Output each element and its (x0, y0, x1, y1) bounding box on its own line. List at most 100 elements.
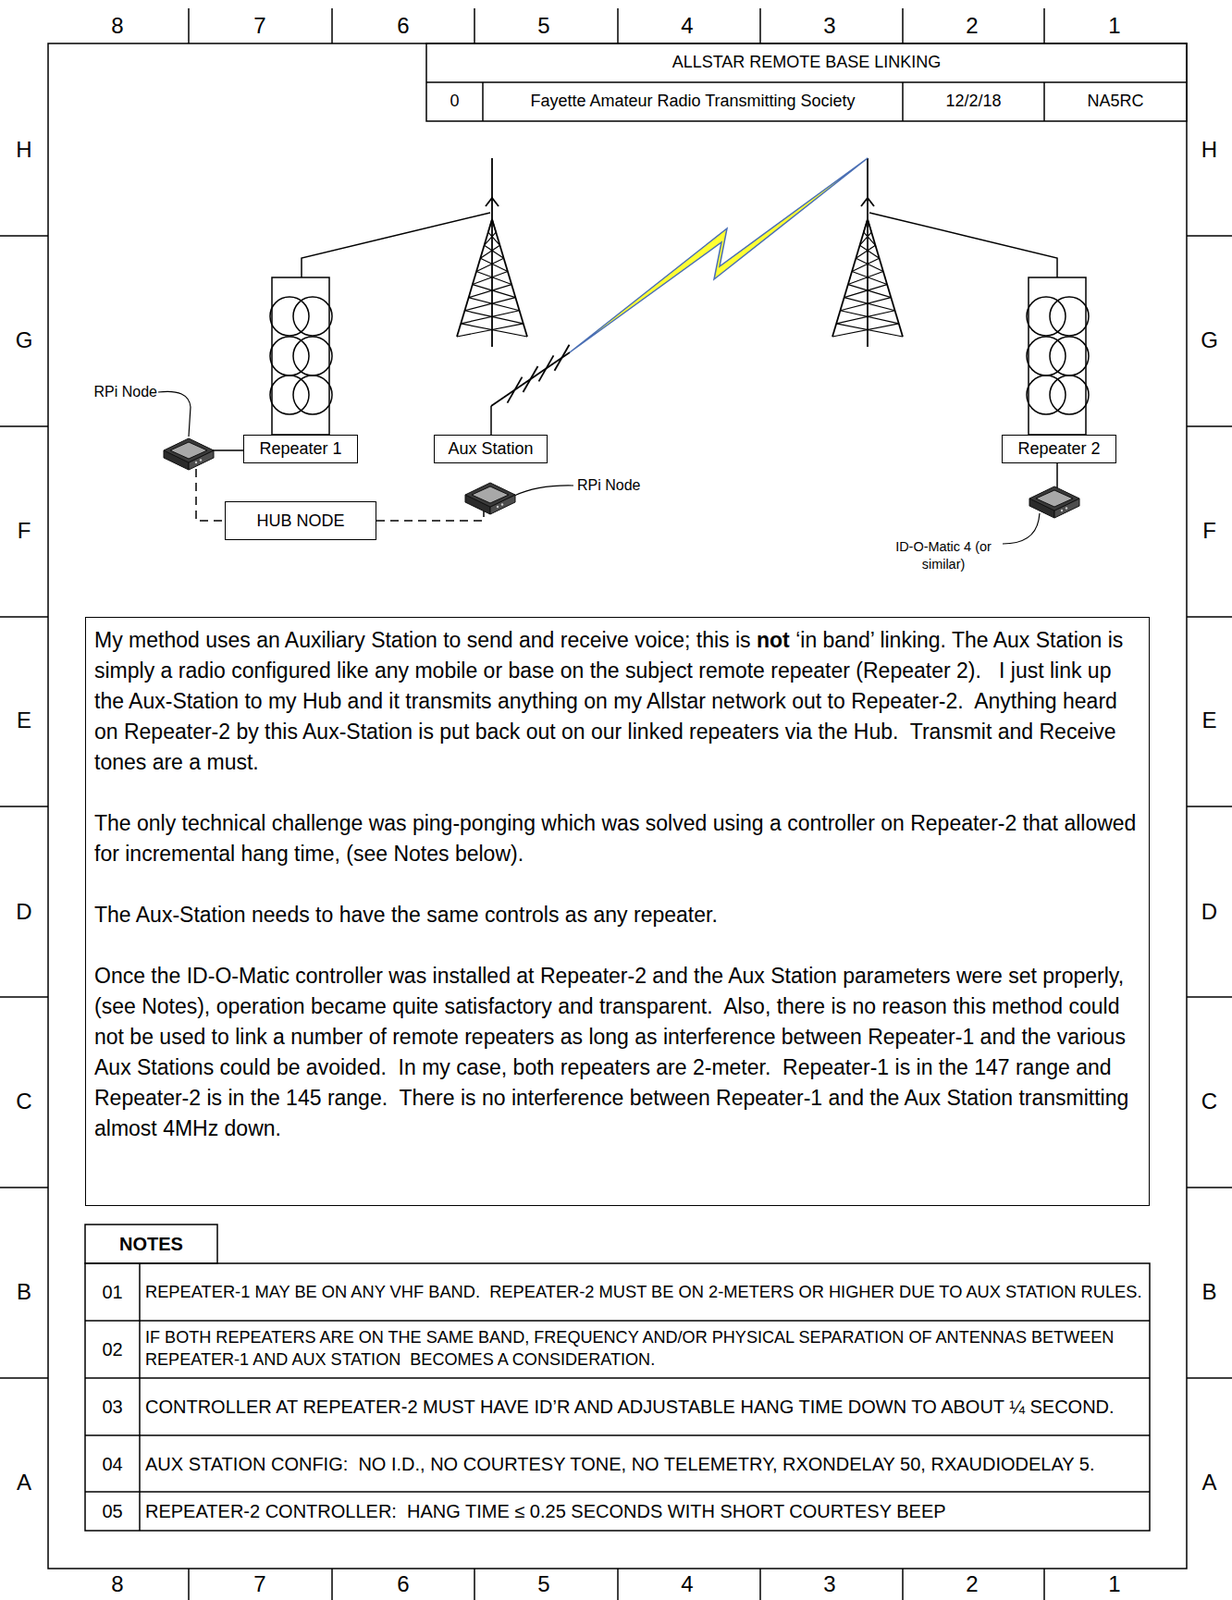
grid-letter: B (1201, 1277, 1217, 1306)
grid-letter-cell: G (1186, 321, 1232, 359)
grid-tick (1186, 616, 1232, 618)
tower-brace (855, 258, 884, 272)
tower-brace (456, 323, 524, 337)
grid-letter: G (15, 325, 34, 355)
icon-led (496, 505, 499, 508)
grid-tick (1186, 234, 1232, 237)
tower-brace (848, 284, 891, 298)
dashed-link (376, 510, 484, 521)
icon-face (1035, 490, 1073, 507)
yagi-element (554, 344, 570, 371)
grid-letter: D (15, 897, 32, 926)
organization: Fayette Amateur Radio Transmitting Socie… (529, 90, 855, 112)
tower-brace (480, 258, 508, 272)
grid-tick (0, 425, 49, 428)
grid-tick (0, 996, 49, 998)
tower-brace (839, 310, 899, 324)
emphasis: not (756, 628, 790, 653)
grid-tick (759, 8, 762, 44)
grid-letter: B (16, 1277, 32, 1306)
cavity-duplexer (270, 277, 333, 435)
title-rule (901, 82, 904, 122)
grid-number-cell: 2 (948, 8, 996, 44)
tower-leg (456, 219, 493, 337)
grid-tick (759, 1568, 762, 1600)
tower-brace (476, 258, 505, 272)
grid-number: 2 (965, 11, 978, 40)
grid-ticks (0, 8, 1232, 1600)
note-number-cell: 02 (85, 1320, 140, 1379)
note-text: REPEATER-2 CONTROLLER: HANG TIME ≤ 0.25 … (145, 1499, 947, 1524)
frame (0, 8, 1232, 1600)
grid-letter: C (15, 1086, 32, 1116)
grid-letter-cell: D (0, 893, 49, 931)
tower-brace (832, 323, 900, 337)
revision: 0 (449, 90, 459, 112)
note-text-cell: REPEATER-2 CONTROLLER: HANG TIME ≤ 0.25 … (145, 1491, 1146, 1531)
grid-tick (1186, 425, 1232, 428)
grid-tick (1186, 1377, 1232, 1380)
grid-number: 2 (965, 1569, 978, 1599)
note-text-cell: REPEATER-1 MAY BE ON ANY VHF BAND. REPEA… (145, 1263, 1146, 1321)
tower-brace (484, 232, 497, 246)
tower-brace (488, 219, 493, 233)
grid-tick (187, 1568, 190, 1600)
tower-brace (492, 219, 496, 233)
note-number: 01 (101, 1280, 123, 1305)
grid-letter: E (1201, 705, 1217, 735)
tower-brace (851, 271, 888, 284)
callout-label-cell: RPi Node (577, 475, 666, 496)
note-number-cell: 03 (85, 1378, 140, 1436)
revision-cell: 0 (426, 82, 483, 122)
grid-number-cell: 2 (948, 1568, 996, 1600)
icon-face (1029, 486, 1080, 511)
note-number-cell: 05 (85, 1491, 140, 1531)
tower-brace (851, 258, 880, 272)
date: 12/2/18 (945, 90, 1001, 112)
tower-brace (472, 271, 508, 284)
tower-brace (867, 219, 872, 233)
grid-letter-cell: E (0, 702, 49, 740)
grid-letter-cell: B (1186, 1273, 1232, 1311)
grid-number-cell: 8 (94, 1568, 141, 1600)
grid-tick (0, 1186, 49, 1189)
tower-brace (844, 297, 896, 311)
antenna-tip (485, 197, 499, 207)
tower-brace (480, 245, 500, 259)
grid-tick (1186, 805, 1232, 808)
tower-mast (491, 158, 493, 347)
border (48, 43, 1187, 1569)
grid-number: 4 (680, 11, 693, 40)
grid-number: 5 (537, 1569, 550, 1599)
note-text-cell: AUX STATION CONFIG: NO I.D., NO COURTESY… (145, 1435, 1146, 1492)
yagi-element (539, 355, 555, 382)
tower-brace (472, 284, 516, 298)
grid-letter-cell: A (1186, 1464, 1232, 1502)
hub-box: HUB NODE (224, 501, 377, 541)
grid-letter-cell: G (0, 321, 49, 359)
grid-tick (473, 8, 476, 44)
grid-number-cell: 6 (380, 1568, 427, 1600)
antenna-tip (861, 197, 875, 207)
grid-tick (331, 8, 333, 44)
grid-tick (1043, 1568, 1046, 1600)
lattice-tower (832, 158, 903, 347)
equipment-box: Aux Station (433, 434, 548, 464)
note-text-cell: CONTROLLER AT REPEATER-2 MUST HAVE ID’R … (145, 1378, 1146, 1436)
feed-line (490, 406, 493, 435)
grid-letter: A (16, 1467, 32, 1497)
grid-tick (473, 1568, 476, 1600)
grid-number: 3 (823, 1569, 836, 1599)
grid-tick (1186, 1186, 1232, 1189)
grid-letter: H (15, 135, 32, 164)
grid-tick (1186, 996, 1232, 998)
icon-led (199, 458, 202, 461)
body-text: The only technical challenge was ping-po… (94, 808, 1141, 870)
box-label: Repeater 2 (1017, 439, 1100, 459)
note-number: 02 (101, 1337, 123, 1362)
note-text: CONTROLLER AT REPEATER-2 MUST HAVE ID’R … (145, 1394, 1115, 1419)
tower-brace (848, 271, 884, 284)
grid-number-cell: 3 (806, 8, 853, 44)
notes-heading: NOTES (119, 1232, 184, 1257)
